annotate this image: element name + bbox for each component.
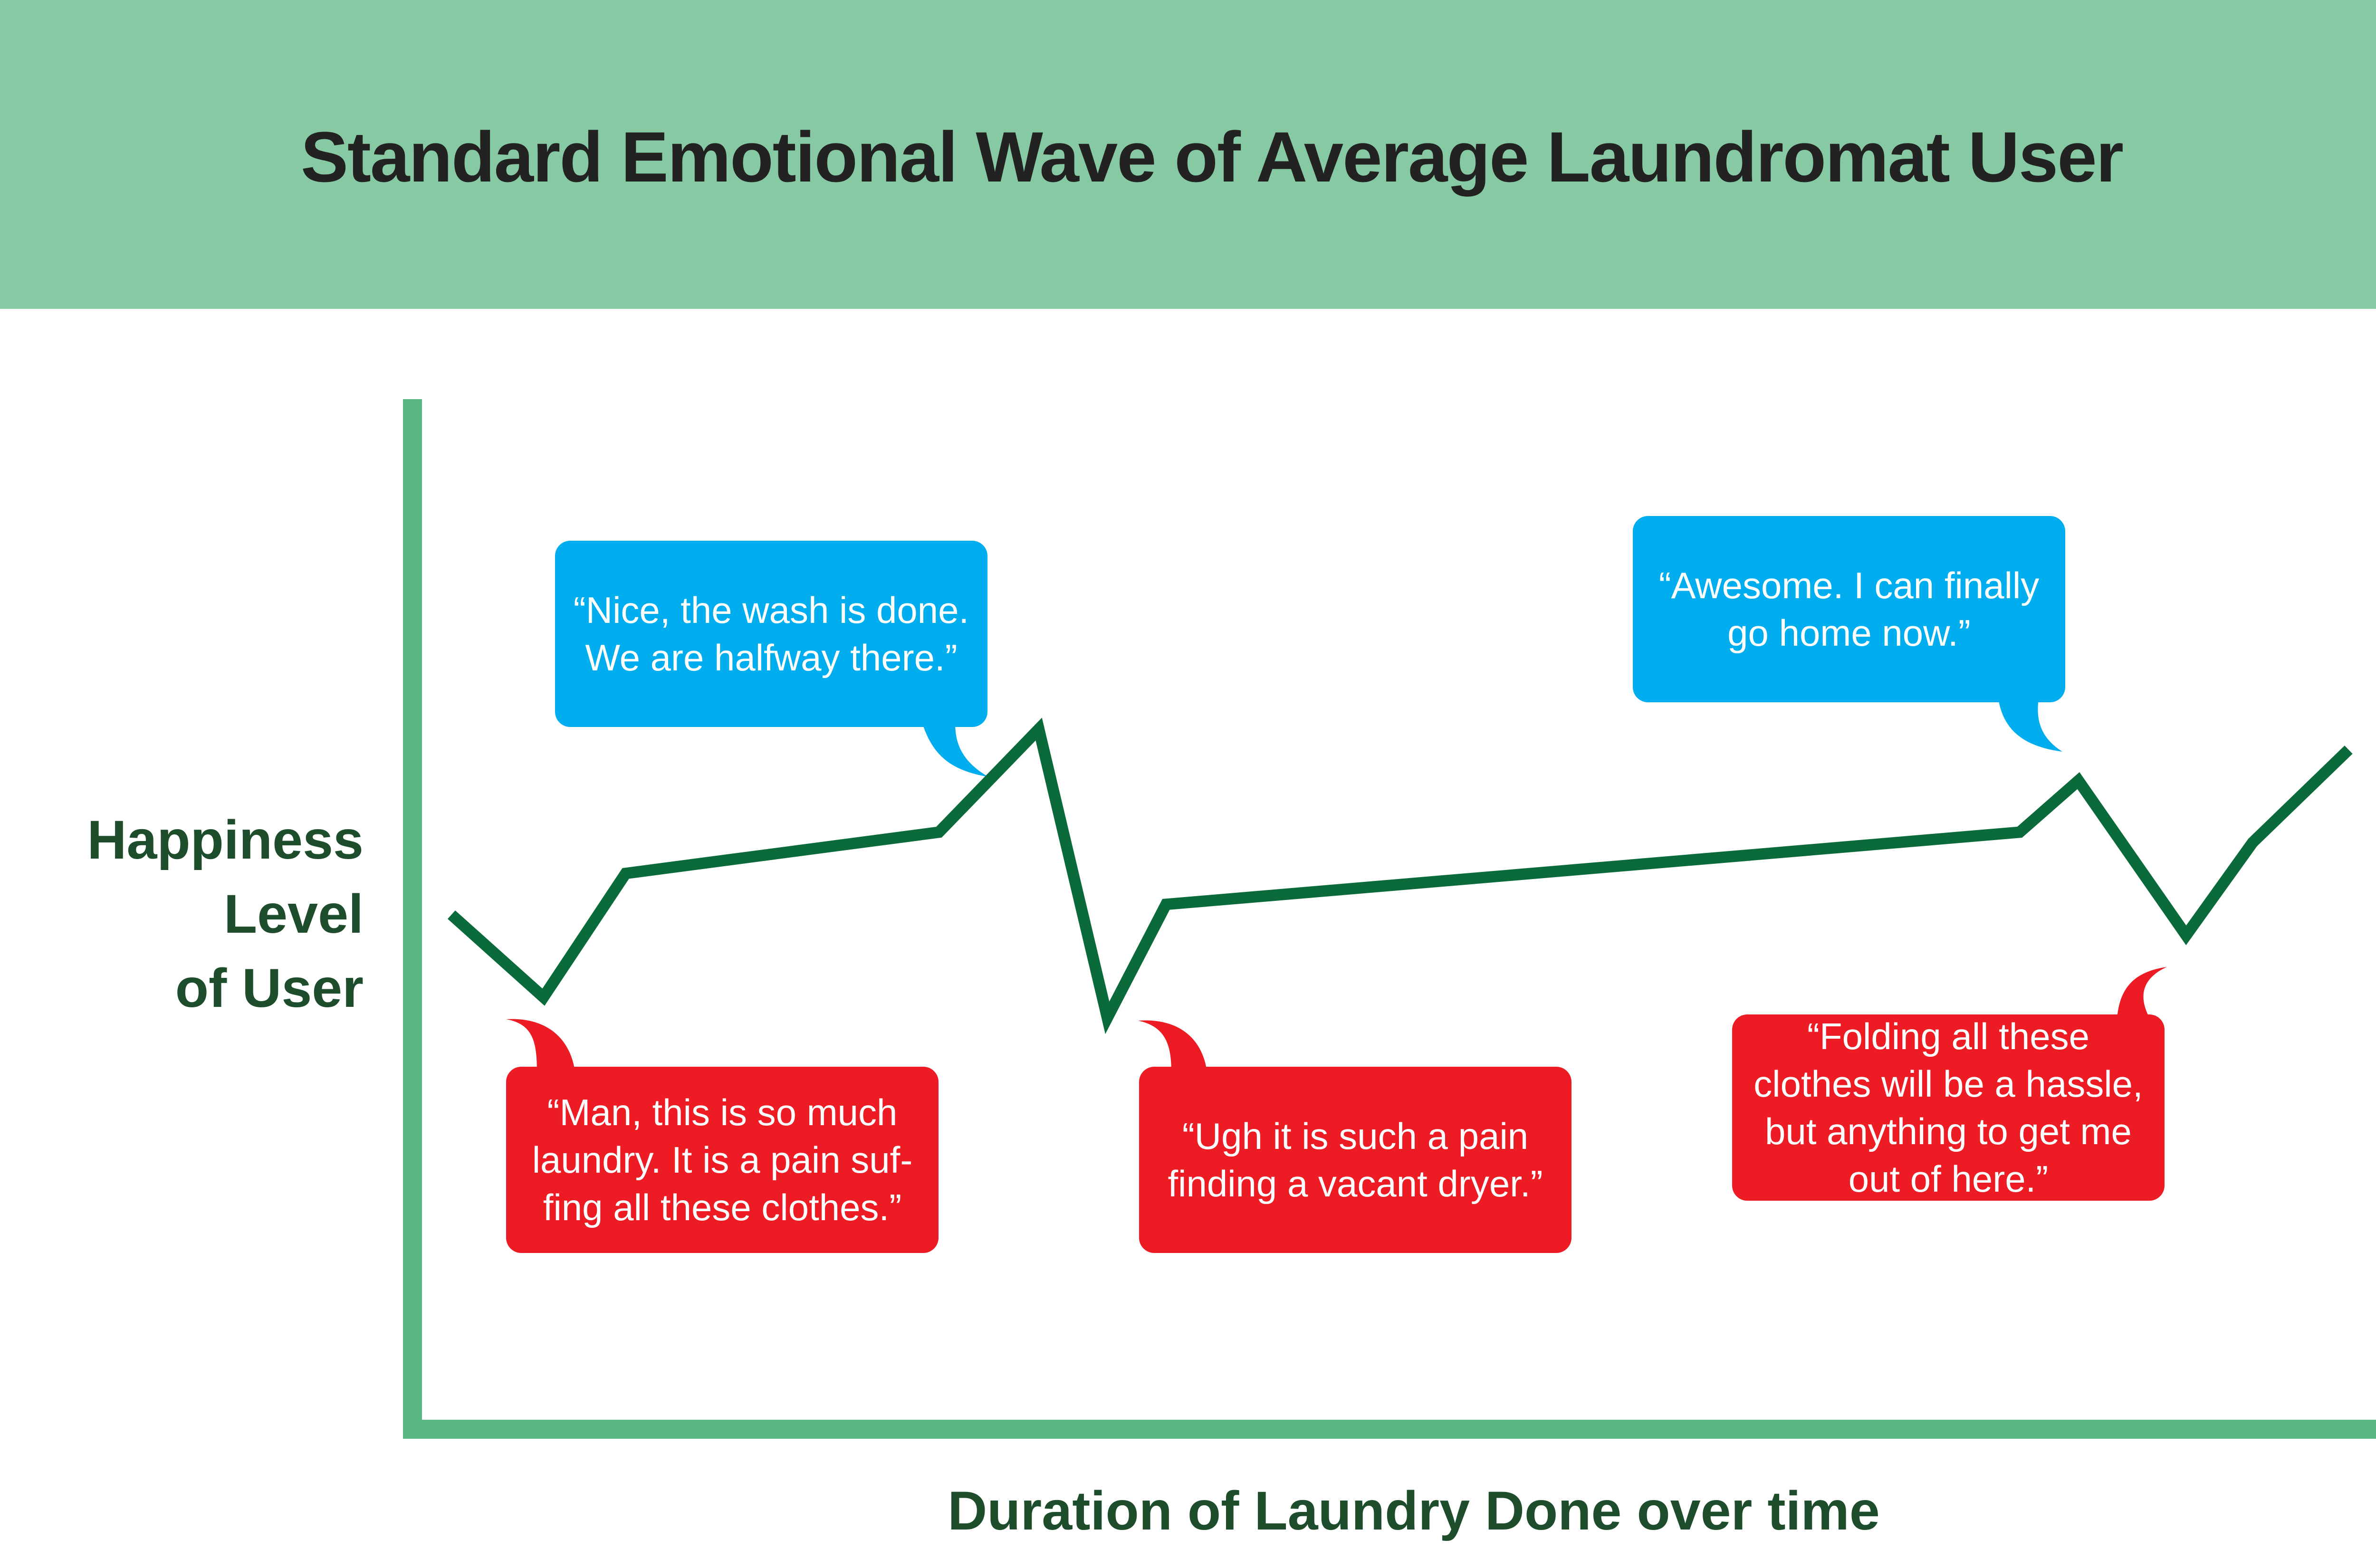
axes (403, 399, 2376, 1439)
callout-so-much-laundry: “Man, this is so much laundry. It is a p… (506, 1067, 939, 1253)
callout-vacant-dryer: “Ugh it is such a pain finding a vacant … (1139, 1067, 1571, 1253)
tail-wash-done (922, 722, 988, 777)
tail-go-home (1998, 698, 2062, 752)
y-axis-label-line-2: Level (223, 884, 364, 945)
tail-vacant-dryer (1138, 1020, 1207, 1071)
x-axis-label: Duration of Laundry Done over time (948, 1481, 1880, 1541)
series-line-0 (447, 717, 2353, 1034)
chart-title: Standard Emotional Wave of Average Laund… (300, 117, 2124, 197)
header-bar (0, 0, 2376, 309)
series-line-group (447, 717, 2353, 1034)
bubble-tails (506, 698, 2167, 1071)
y-axis-label-line-3: of User (175, 958, 364, 1019)
tail-folding-clothes (2117, 967, 2167, 1019)
tail-so-much-laundry (506, 1019, 575, 1071)
y-axis-label: Happiness Level of User (29, 803, 364, 1025)
y-axis-label-line-1: Happiness (87, 810, 364, 870)
callout-wash-done: “Nice, the wash is done. We are halfway … (555, 541, 987, 727)
callout-go-home: “Awesome. I can finally go home now.” (1633, 516, 2065, 702)
callout-folding-clothes: “Folding all these clothes will be a has… (1732, 1014, 2165, 1201)
